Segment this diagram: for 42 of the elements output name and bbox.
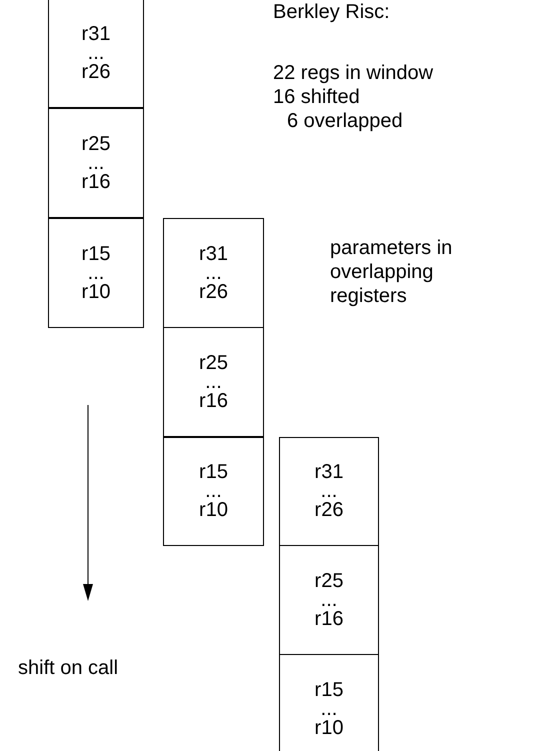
register-block (163, 327, 264, 437)
note: 22 regs in window (273, 61, 434, 85)
register-label: r16 (199, 392, 228, 410)
register-block (48, 0, 144, 108)
register-label: r15 (199, 463, 228, 482)
register-label: ... (320, 482, 338, 501)
register-label: r10 (199, 501, 228, 520)
title: Berkley Risc: (273, 0, 390, 24)
register-label: ... (205, 264, 222, 282)
register-label: ... (88, 154, 104, 172)
register-label: r31 (82, 24, 110, 44)
register-block (48, 108, 144, 218)
register-label: r31 (314, 463, 344, 482)
register-label: ... (88, 264, 104, 282)
register-label: r26 (82, 62, 110, 82)
register-label: ... (320, 700, 338, 718)
note: 6 overlapped (287, 109, 403, 133)
register-label: r15 (82, 244, 110, 264)
register-block (279, 545, 379, 655)
register-label: r31 (199, 244, 228, 264)
register-block (48, 218, 144, 328)
register-block (163, 437, 264, 546)
register-block (163, 218, 264, 328)
register-label: r10 (82, 282, 110, 302)
register-label: ... (205, 482, 222, 501)
register-label: ... (88, 44, 104, 62)
register-label: ... (320, 590, 338, 610)
register-label: r26 (314, 501, 344, 520)
note: 16 shifted (273, 85, 360, 109)
register-label: ... (205, 372, 222, 392)
register-block (279, 437, 379, 546)
arrow-label: shift on call (18, 656, 118, 680)
register-block (279, 654, 379, 751)
register-label: r26 (199, 282, 228, 302)
register-label: r15 (314, 680, 344, 700)
register-label: r16 (314, 610, 344, 628)
note: parameters in overlapping registers (330, 236, 454, 308)
register-label: r25 (314, 572, 344, 590)
register-label: r25 (199, 354, 228, 372)
register-label: r16 (82, 172, 110, 192)
register-label: r25 (82, 134, 110, 154)
register-label: r10 (314, 718, 344, 738)
